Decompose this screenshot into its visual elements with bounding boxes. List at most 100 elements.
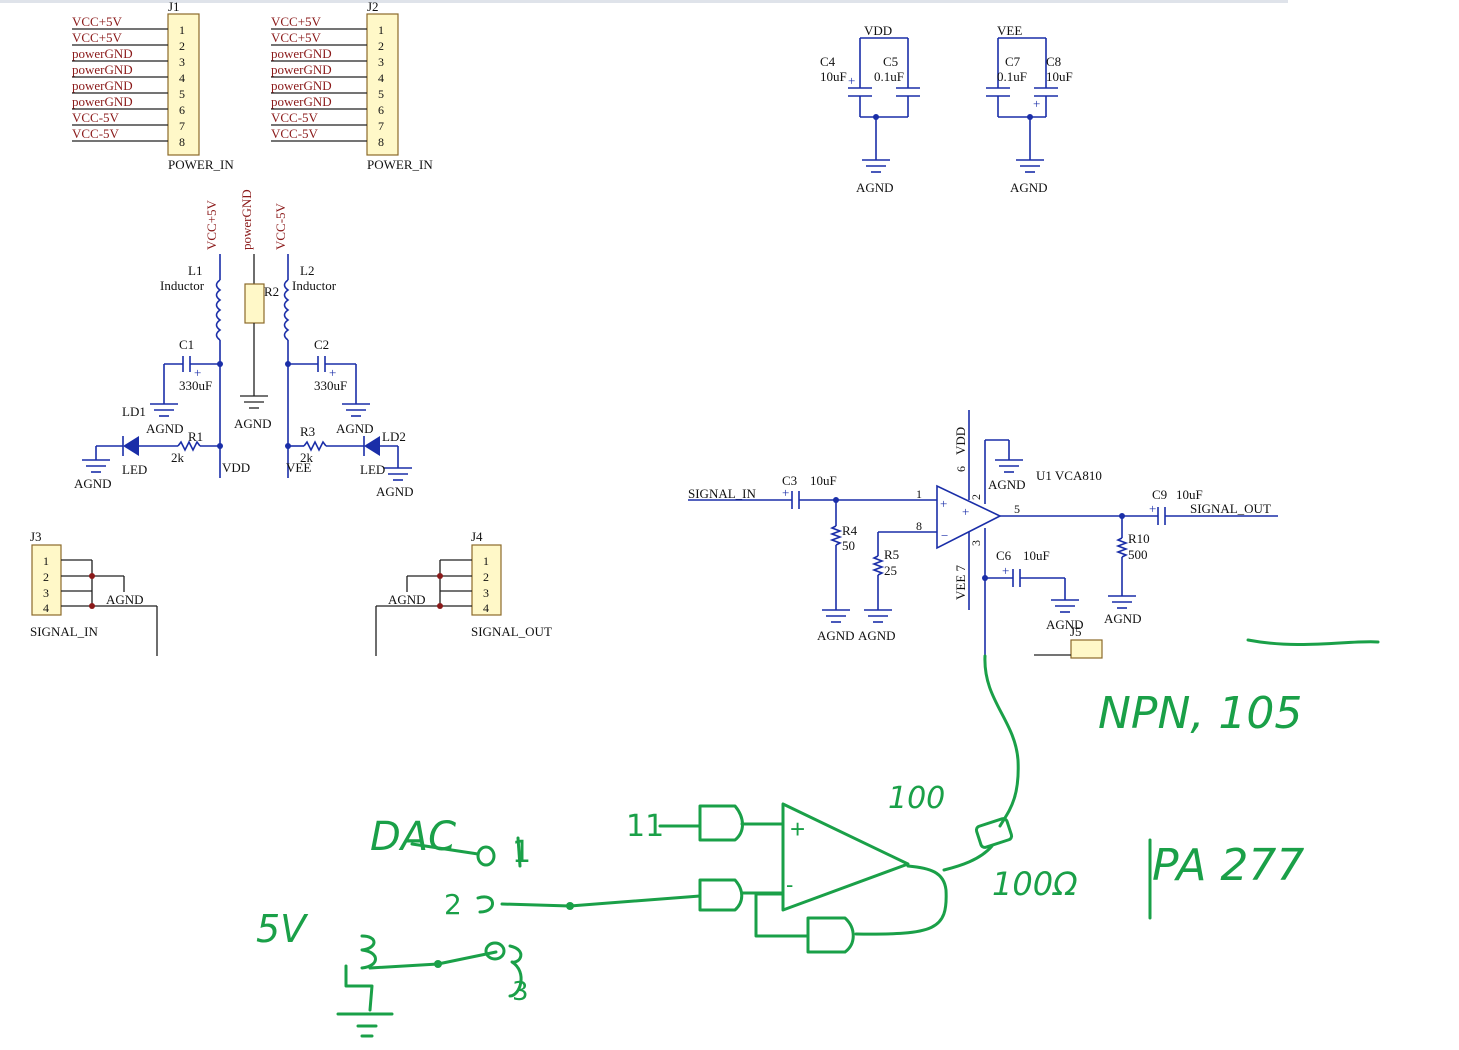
c1-gnd-label: AGND [146, 421, 184, 436]
c6-ref: C6 [996, 548, 1012, 563]
r4-value: 50 [842, 538, 855, 553]
svg-text:+: + [1033, 96, 1040, 111]
r3-ref: R3 [300, 424, 315, 439]
j2-net-label: powerGND [271, 62, 332, 77]
l1-value: Inductor [160, 278, 205, 293]
svg-text:+: + [1149, 501, 1156, 516]
c1-ref: C1 [179, 337, 194, 352]
j4-gnd-label: AGND [388, 592, 426, 607]
u1-pin5: 5 [1014, 502, 1020, 516]
ink-dac-label: DAC [370, 814, 456, 860]
j5-body [1070, 639, 1103, 659]
j3-pin-number: 3 [43, 586, 49, 600]
j2-net-label: VCC+5V [271, 30, 322, 45]
c7-value: 0.1uF [997, 69, 1027, 84]
ink-pin3-label: 3 [512, 977, 529, 1007]
j2-name: POWER_IN [367, 157, 433, 172]
vccn-net-label: VCC-5V [273, 202, 288, 250]
j2-pin-number: 5 [378, 87, 384, 101]
j4-pin-number: 2 [483, 570, 489, 584]
ld1-diode-icon [123, 436, 139, 456]
svg-text:+: + [329, 365, 336, 380]
l2-value: Inductor [292, 278, 337, 293]
vccp-net-label: VCC+5V [204, 199, 219, 250]
j4-name: SIGNAL_OUT [471, 624, 552, 639]
svg-text:+: + [848, 73, 855, 88]
j1-net-label: powerGND [72, 46, 133, 61]
ld2-value: LED [360, 462, 385, 477]
ink-5v-label: 5V [256, 907, 309, 951]
c7-ref: C7 [1005, 54, 1021, 69]
j1-name: POWER_IN [168, 157, 234, 172]
ink-npn-note: NPN, 105 [1098, 688, 1302, 739]
j1-pin-number: 7 [179, 119, 185, 133]
j2-net-label: powerGND [271, 78, 332, 93]
ink-pin1-label: 1 [512, 835, 531, 870]
svg-text:+: + [194, 365, 201, 380]
j2-pin-number: 2 [378, 39, 384, 53]
ld2-ref: LD2 [382, 429, 406, 444]
j1-net-label: powerGND [72, 78, 133, 93]
power-filter: VCC+5V powerGND VCC-5V L1 Inductor R2 AG… [74, 189, 414, 499]
vdd-gnd-label: AGND [856, 180, 894, 195]
r4-gnd-label: AGND [817, 628, 855, 643]
header-j1: J1 POWER_IN VCC+5V VCC+5V powerGND power… [72, 0, 234, 172]
u1-pin8: 8 [916, 519, 922, 533]
r4-ref: R4 [842, 523, 858, 538]
vee-net-label: VEE [286, 460, 311, 475]
r10-ref: R10 [1128, 531, 1150, 546]
r5-value: 25 [884, 563, 897, 578]
vee-decoupling: VEE + C7 0.1uF C8 10uF AGND [986, 23, 1073, 195]
u1-pin6: 6 [954, 466, 968, 472]
j2-net-label: powerGND [271, 46, 332, 61]
header-j3: J3 SIGNAL_IN 1 2 3 4 AGND [30, 529, 158, 656]
j3-ref: J3 [30, 529, 42, 544]
j1-net-label: VCC-5V [72, 110, 120, 125]
j4-pin-number: 4 [483, 601, 489, 615]
vdd-decoupling: VDD + C4 10uF C5 0.1uF AGND [820, 23, 920, 195]
j2-pin-number: 3 [378, 55, 384, 69]
c6-gnd-label: AGND [1046, 617, 1084, 632]
j1-pin-number: 5 [179, 87, 185, 101]
c2-value: 330uF [314, 378, 347, 393]
pgnd-net-label: powerGND [239, 189, 254, 250]
j2-net-label: VCC-5V [271, 110, 319, 125]
j2-pin-number: 6 [378, 103, 384, 117]
signal-in-net: SIGNAL_IN [688, 486, 756, 501]
c2-gnd-label: AGND [336, 421, 374, 436]
j1-pin-number: 6 [179, 103, 185, 117]
header-j4: J4 SIGNAL_OUT 1 2 3 4 AGND [375, 529, 552, 656]
u1-label: U1 VCA810 [1036, 468, 1102, 483]
c6-value: 10uF [1023, 548, 1050, 563]
j2-net-label: VCC-5V [271, 126, 319, 141]
j1-net-label: VCC+5V [72, 14, 123, 29]
signal-out-net: SIGNAL_OUT [1190, 501, 1271, 516]
ink-plus-sign: + [790, 814, 805, 844]
r1-value: 2k [171, 450, 185, 465]
r2-ref: R2 [264, 284, 279, 299]
j3-pin-number: 1 [43, 554, 49, 568]
c8-ref: C8 [1046, 54, 1061, 69]
r10-value: 500 [1128, 547, 1148, 562]
header-j2: J2 POWER_IN VCC+5V VCC+5V powerGND power… [271, 0, 433, 172]
vee-gnd-label: AGND [1010, 180, 1048, 195]
r3-value: 2k [300, 450, 314, 465]
j2-body [366, 13, 399, 156]
c4-value: 10uF [820, 69, 847, 84]
c8-value: 10uF [1046, 69, 1073, 84]
vdd-net-label: VDD [222, 460, 250, 475]
j2-pin-number: 1 [378, 23, 384, 37]
r1-ref: R1 [188, 429, 203, 444]
c5-value: 0.1uF [874, 69, 904, 84]
schematic-area [0, 0, 1288, 3]
j1-pins [72, 28, 168, 142]
ink-resistor-label: 100Ω [992, 865, 1078, 903]
j1-net-label: VCC+5V [72, 30, 123, 45]
svg-text:−: − [941, 528, 948, 543]
c5-ref: C5 [883, 54, 898, 69]
u1-vdd-label: VDD [953, 427, 968, 455]
u1-pin3: 3 [969, 540, 983, 546]
j1-net-label: powerGND [72, 94, 133, 109]
j3-name: SIGNAL_IN [30, 624, 98, 639]
